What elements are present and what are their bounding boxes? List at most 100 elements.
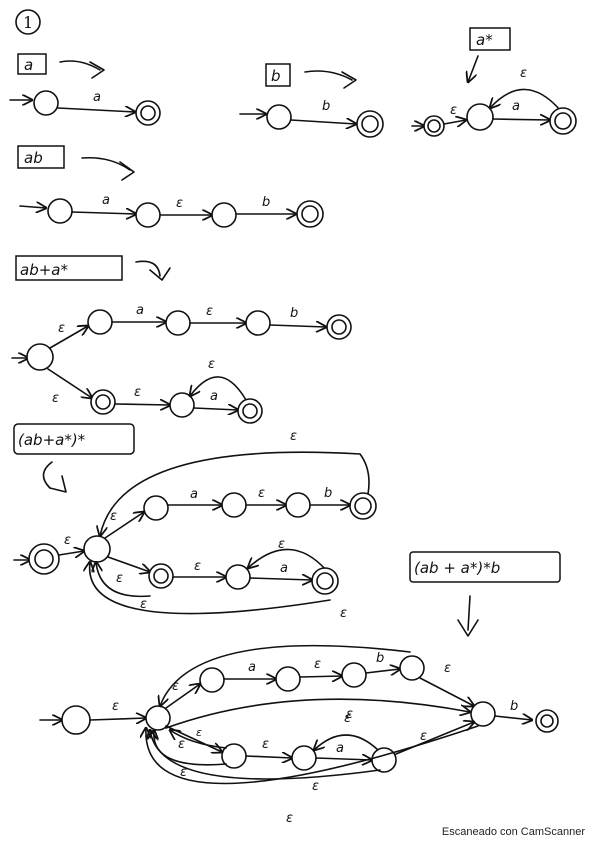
transition-arrow xyxy=(269,325,326,327)
section-abpastar-title: (ab+a*)* xyxy=(18,431,86,449)
state-b-accept xyxy=(356,110,384,138)
nfa-state xyxy=(221,492,247,518)
transition-arrow xyxy=(467,595,471,631)
transition-arrow xyxy=(165,725,222,752)
transition-arrow xyxy=(249,578,312,580)
nfa-state xyxy=(47,198,73,224)
section-ab-title: ab xyxy=(24,149,43,167)
transition-arrow xyxy=(90,562,331,615)
nfa-state xyxy=(245,310,271,336)
transition-arrow xyxy=(89,718,146,720)
nfa-state xyxy=(466,103,494,131)
nfa-state xyxy=(371,747,397,773)
nfa-state xyxy=(237,398,263,424)
transition-arrow xyxy=(150,730,381,780)
transition-arrow xyxy=(146,725,479,785)
transition-arrow xyxy=(170,730,227,749)
nfa-state xyxy=(148,563,174,589)
section-a-big-arrow xyxy=(59,60,101,71)
nfa-state xyxy=(275,666,301,692)
section-final-title: (ab + a*)*b xyxy=(414,559,500,577)
transition-label: ε xyxy=(112,699,119,714)
transition-label: ε xyxy=(286,811,293,826)
transition-arrow xyxy=(19,206,46,208)
transition-label: ε xyxy=(314,657,321,672)
transition-label: ε xyxy=(52,391,59,406)
section-abpa-title: ab+a* xyxy=(20,261,68,279)
transition-label: b xyxy=(262,195,270,210)
nfa-state xyxy=(225,564,251,590)
section-abpa-star: (ab+a*)* ε ε ε a ε b ε ε ε a xyxy=(13,423,377,615)
transition-label: ε xyxy=(180,765,187,780)
nfa-state xyxy=(26,343,54,371)
transition-arrow xyxy=(104,512,144,539)
transition-arrow xyxy=(47,368,92,398)
transition-arrow xyxy=(314,734,379,750)
transition-label: ε xyxy=(208,357,215,372)
transition-arrow xyxy=(160,644,411,706)
transition-label: b xyxy=(376,651,384,666)
section-a: a a xyxy=(9,53,161,126)
nfa-state xyxy=(169,392,195,418)
nfa-state xyxy=(87,309,113,335)
transition-arrow xyxy=(315,758,372,760)
transition-arrow xyxy=(457,619,479,637)
nfa-state xyxy=(349,492,377,520)
transition-arrow xyxy=(135,260,161,277)
transition-label: ε xyxy=(420,729,427,744)
transition-arrow xyxy=(248,548,327,571)
transition-arrow xyxy=(494,716,532,720)
transition-arrow xyxy=(299,676,342,677)
nfa-state xyxy=(199,667,225,693)
edge-a xyxy=(57,108,135,112)
transition-label: ε xyxy=(258,486,265,501)
nfa-state xyxy=(143,495,169,521)
transition-arrow xyxy=(49,326,88,349)
transition-label: ε xyxy=(134,385,141,400)
transition-label: b xyxy=(322,99,330,114)
nfa-state xyxy=(165,310,191,336)
transition-arrow xyxy=(245,756,292,758)
transition-label: ε xyxy=(278,537,285,552)
transition-label: b xyxy=(510,699,518,714)
final-accept-state xyxy=(535,709,559,733)
transition-arrow xyxy=(49,475,67,493)
transition-arrow xyxy=(154,730,227,766)
transition-label: b xyxy=(324,486,332,501)
transition-arrow xyxy=(468,55,479,82)
nfa-state xyxy=(211,202,237,228)
transition-label: ε xyxy=(140,597,147,612)
transition-label: ε xyxy=(196,726,202,739)
transition-arrow xyxy=(443,120,466,124)
transition-label: ε xyxy=(450,103,457,118)
transition-arrow xyxy=(193,408,238,410)
transition-label: a xyxy=(93,90,101,105)
state-a-start xyxy=(33,90,59,116)
step-number: 1 xyxy=(15,9,41,35)
transition-arrow xyxy=(100,451,370,536)
transition-label: a xyxy=(248,660,256,675)
nfa-state xyxy=(311,567,339,595)
transition-label: a xyxy=(102,193,110,208)
transition-arrow xyxy=(96,562,151,598)
section-astar: a* ε ε a xyxy=(411,27,577,137)
transition-label: a xyxy=(336,741,344,756)
transition-arrow xyxy=(107,556,150,572)
nfa-state xyxy=(549,107,577,135)
transition-label: ε xyxy=(340,606,347,621)
transition-arrow xyxy=(490,88,561,111)
nfa-state xyxy=(341,662,367,688)
transition-label: ε xyxy=(64,533,71,548)
transition-arrow xyxy=(42,461,53,489)
nfa-state xyxy=(135,202,161,228)
transition-label: ε xyxy=(520,66,527,81)
transition-arrow xyxy=(290,120,356,124)
state-a-accept xyxy=(135,100,161,126)
section-a-title: a xyxy=(24,56,33,74)
transition-label: ε xyxy=(58,321,65,336)
transition-label: ε xyxy=(262,737,269,752)
nfa-state xyxy=(399,655,425,681)
section-final: (ab + a*)*b ε ε ε a ε b ε b ε ε xyxy=(39,551,561,826)
scanner-footer: Escaneado con CamScanner xyxy=(441,826,585,838)
